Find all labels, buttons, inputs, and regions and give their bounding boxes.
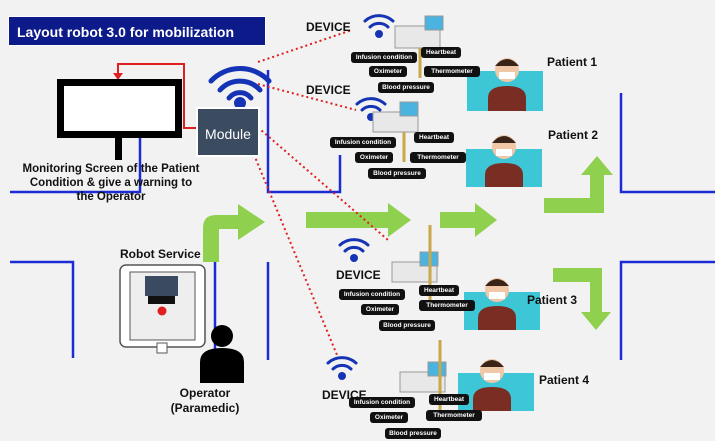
sensor-heartbeat-3: Heartbeat: [419, 285, 459, 296]
infusion-device-2: [372, 101, 419, 162]
patient-label-3: Patient 3: [527, 293, 578, 307]
sensor-heartbeat-1: Heartbeat: [421, 47, 461, 58]
monitor-label: Monitoring Screen of the Patient Conditi…: [22, 163, 200, 203]
monitor-link: [117, 63, 196, 129]
robot-service-label: Robot Service: [120, 247, 201, 261]
sensor-oximeter-2: Oximeter: [355, 152, 393, 163]
patient-icon-3: [464, 278, 540, 330]
patient-icon-2: [466, 135, 542, 187]
sensor-infusion-3: Infusion condition: [339, 289, 405, 300]
patient-label-4: Patient 4: [539, 373, 590, 387]
sensor-thermometer-3: Thermometer: [419, 300, 475, 311]
sensor-oximeter-4: Oximeter: [370, 412, 408, 423]
module-box: Module: [196, 107, 260, 157]
device-wifi-icon-4: [326, 356, 358, 380]
diagram-title: Layout robot 3.0 for mobilization: [8, 16, 266, 46]
sensor-heartbeat-2: Heartbeat: [414, 132, 454, 143]
arrow-corridor-2: [440, 203, 497, 237]
operator-icon: [200, 325, 244, 383]
sensor-blood-pressure-1: Blood pressure: [378, 82, 434, 93]
sensor-infusion-4: Infusion condition: [349, 397, 415, 408]
sensor-blood-pressure-3: Blood pressure: [379, 320, 435, 331]
sensor-heartbeat-4: Heartbeat: [429, 394, 469, 405]
patient-icon-1: [467, 58, 543, 111]
sensor-blood-pressure-4: Blood pressure: [385, 428, 441, 439]
device-label-2: DEVICE: [306, 83, 351, 97]
monitor-screen: [57, 79, 182, 160]
arrow-robot-up-right: [203, 204, 265, 262]
wireless-links: [249, 29, 389, 356]
patient-label-1: Patient 1: [547, 55, 598, 69]
sensor-oximeter-3: Oximeter: [361, 304, 399, 315]
sensor-infusion-1: Infusion condition: [351, 52, 417, 63]
arrow-to-patient-2: [544, 156, 613, 213]
patient-icon-4: [458, 359, 534, 411]
device-wifi-icon-1: [363, 14, 395, 38]
sensor-infusion-2: Infusion condition: [330, 137, 396, 148]
arrow-to-patient-3: [553, 268, 611, 330]
operator-label: Operator (Paramedic): [170, 386, 240, 415]
sensor-thermometer-2: Thermometer: [410, 152, 466, 163]
patient-label-2: Patient 2: [548, 128, 599, 142]
device-wifi-icon-3: [338, 238, 370, 262]
device-label-3: DEVICE: [336, 268, 381, 282]
sensor-thermometer-4: Thermometer: [426, 410, 482, 421]
infusion-device-1: [394, 15, 444, 78]
arrow-corridor-1: [306, 203, 411, 237]
sensor-thermometer-1: Thermometer: [424, 66, 480, 77]
module-wifi-icon: [208, 66, 272, 109]
sensor-blood-pressure-2: Blood pressure: [368, 168, 426, 179]
flow-arrows: [203, 156, 613, 330]
sensor-oximeter-1: Oximeter: [369, 66, 407, 77]
robot-service-icon: [119, 264, 206, 354]
device-label-1: DEVICE: [306, 20, 351, 34]
